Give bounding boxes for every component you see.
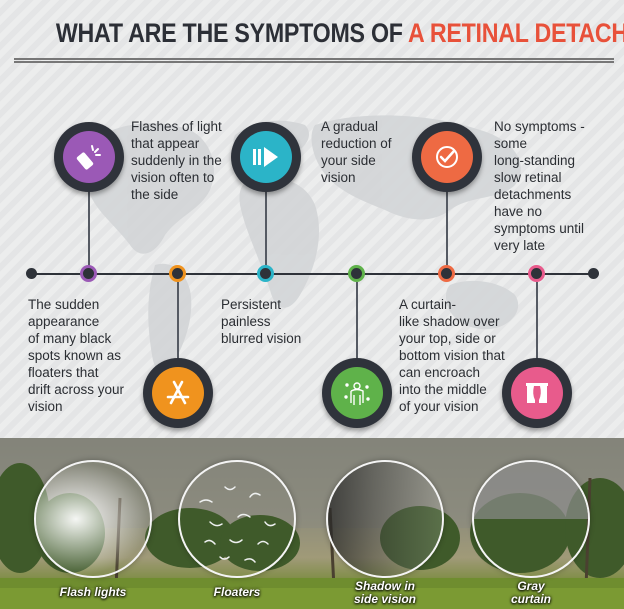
label-side-vision: A gradual reduction of your side vision [321, 119, 392, 185]
caption-flash-lights: Flash lights [59, 585, 127, 599]
timeline-line [30, 273, 594, 275]
fast-forward-icon [253, 147, 278, 167]
caption-shadow-line-2: side vision [353, 592, 417, 606]
title-part-1: WHAT ARE THE SYMPTOMS OF [55, 18, 403, 48]
title-part-2: A RETINAL DETACHMENT? [408, 18, 624, 48]
badge-curtain-shadow [322, 358, 392, 428]
timeline-node-6 [528, 265, 545, 282]
stem-5 [446, 190, 448, 268]
timeline-node-3 [257, 265, 274, 282]
stem-6 [536, 282, 538, 362]
timeline-node-2 [169, 265, 186, 282]
lens-shadow-side-vision [326, 460, 444, 578]
stem-2 [177, 282, 179, 362]
title: WHAT ARE THE SYMPTOMS OF A RETINAL DETAC… [14, 18, 624, 66]
caption-gray-line-1: Gray [517, 579, 545, 593]
stem-4 [356, 282, 358, 362]
lens-floaters [178, 460, 296, 578]
timeline-node-4 [348, 265, 365, 282]
floaters-illustration [199, 486, 276, 563]
stem-3 [265, 190, 267, 268]
check-badge-icon [436, 146, 458, 168]
tree-person-icon [344, 382, 370, 405]
badge-floaters [143, 358, 213, 428]
lens-flash-lights [34, 460, 152, 578]
landscape-photo: Flash lights Floaters Shadow in side vis… [0, 438, 624, 609]
flashlight-icon [76, 145, 101, 170]
timeline-node-5 [438, 265, 455, 282]
label-blurred-vision: Persistent painless blurred vision [221, 297, 302, 346]
badge-gray-curtain [502, 358, 572, 428]
badge-flashes [54, 122, 124, 192]
timeline-start-dot [26, 268, 37, 279]
caption-shadow-line-1: Shadow in [355, 579, 415, 593]
curtain-icon [526, 383, 548, 403]
label-curtain-shadow: A curtain- like shadow over your top, si… [399, 297, 505, 414]
label-flashes: Flashes of light that appear suddenly in… [131, 119, 222, 202]
title-underline [14, 58, 614, 63]
label-floaters: The sudden appearance of many black spot… [28, 297, 125, 414]
app-store-icon [166, 380, 190, 405]
lens-gray-curtain [472, 460, 590, 578]
caption-floaters: Floaters [213, 585, 261, 599]
badge-no-symptoms [412, 122, 482, 192]
badge-side-vision [231, 122, 301, 192]
timeline-node-1 [80, 265, 97, 282]
label-no-symptoms: No symptoms - some long-standing slow re… [494, 119, 585, 253]
stem-1 [88, 190, 90, 268]
caption-gray-line-2: curtain [510, 592, 551, 606]
timeline-end-dot [588, 268, 599, 279]
